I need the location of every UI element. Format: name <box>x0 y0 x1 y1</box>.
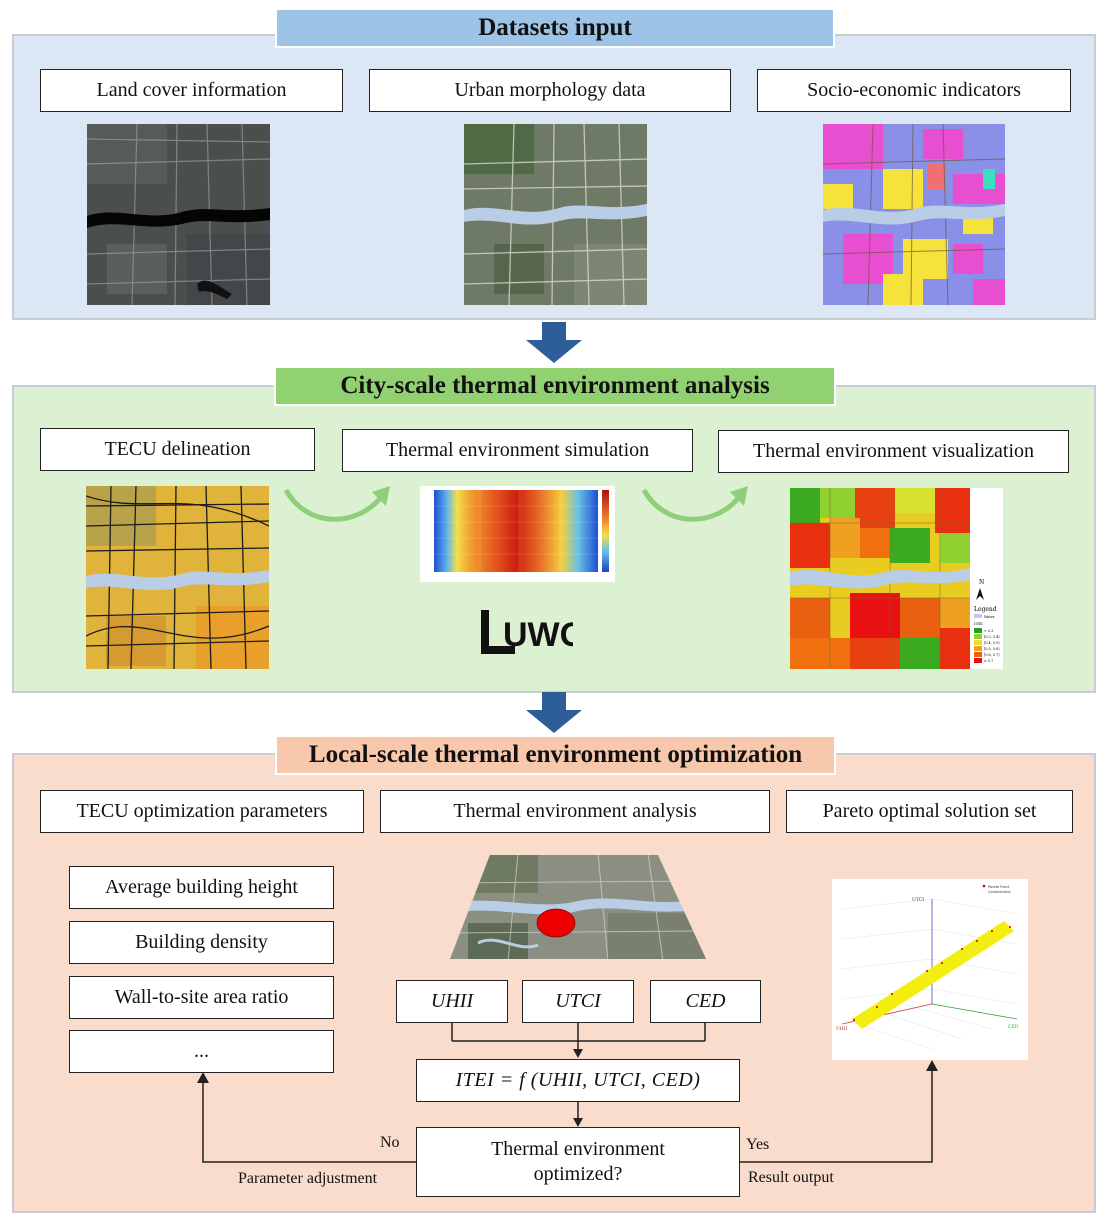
thermal-visualization-map: N Legend Water ITEI < 0.3 [0.3, 0.4) [0.… <box>790 488 1003 669</box>
param-building-height: Average building height <box>69 866 334 909</box>
thermal-analysis-label: Thermal environment analysis <box>380 790 770 833</box>
itei-formula: ITEI = f (UHII, UTCI, CED) <box>416 1059 740 1102</box>
indicator-uhii: UHII <box>396 980 508 1023</box>
decision-line-2: optimized? <box>533 1163 623 1185</box>
decision-box: Thermal environment optimized? <box>416 1127 740 1197</box>
map-legend-class: [0.3, 0.4) <box>984 635 1000 639</box>
section-title-local-scale: Local-scale thermal environment optimiza… <box>275 735 836 775</box>
indicator-utci: UTCI <box>522 980 634 1023</box>
map-legend-class: < 0.3 <box>984 629 993 633</box>
tecu-delineation-label: TECU delineation <box>40 428 315 471</box>
thermal-simulation-label: Thermal environment simulation <box>342 429 693 472</box>
param-more: ... <box>69 1030 334 1073</box>
pareto-axis-ced: CED <box>1008 1024 1019 1030</box>
city-3d-terrain <box>448 853 708 961</box>
section-title-city-scale: City-scale thermal environment analysis <box>274 366 836 406</box>
urban-morphology-label: Urban morphology data <box>369 69 731 112</box>
land-cover-map <box>87 124 270 305</box>
map-legend-class: [0.4, 0.5) <box>984 641 1000 645</box>
map-legend-title: Legend <box>974 606 997 613</box>
down-arrow-icon <box>526 692 582 733</box>
result-output-label: Result output <box>748 1169 834 1186</box>
no-label: No <box>380 1134 400 1151</box>
tecu-map <box>86 486 269 669</box>
pareto-legend-constrictions: Constrictions <box>988 890 1011 894</box>
parameter-adjustment-label: Parameter adjustment <box>238 1170 378 1187</box>
curved-arrow-icon <box>641 486 748 522</box>
pareto-axis-uhii: UHII <box>836 1026 847 1032</box>
param-building-density: Building density <box>69 921 334 964</box>
uwg-logo-icon: UWG <box>481 610 573 654</box>
pareto-set-label: Pareto optimal solution set <box>786 790 1073 833</box>
map-legend-class: ≥ 0.7 <box>984 659 993 663</box>
north-arrow-icon <box>976 588 984 600</box>
map-legend-water: Water <box>984 615 995 619</box>
pareto-axis-utci: UTCI <box>912 897 924 903</box>
yes-label: Yes <box>746 1136 770 1153</box>
map-north-label: N <box>979 579 984 586</box>
indicator-ced: CED <box>650 980 761 1023</box>
curved-arrow-icon <box>283 486 390 522</box>
urban-morphology-map <box>464 124 647 305</box>
socio-economic-label: Socio-economic indicators <box>757 69 1071 112</box>
socio-economic-map <box>823 124 1005 305</box>
down-arrow-icon <box>526 322 582 363</box>
uwg-logo-text: UWG <box>503 616 573 654</box>
thermal-visualization-label: Thermal environment visualization <box>718 430 1069 473</box>
land-cover-label: Land cover information <box>40 69 343 112</box>
param-wall-site-ratio: Wall-to-site area ratio <box>69 976 334 1019</box>
section-title-datasets: Datasets input <box>275 8 835 48</box>
pareto-3d-plot: Pareto Front Constrictions UTCI UHII CED <box>832 879 1028 1060</box>
tecu-parameters-label: TECU optimization parameters <box>40 790 364 833</box>
map-legend-class: [0.5, 0.6) <box>984 647 1000 651</box>
map-legend-class: [0.6, 0.7) <box>984 653 1000 657</box>
decision-line-1: Thermal environment <box>491 1138 665 1160</box>
map-legend-index: ITEI <box>974 621 983 626</box>
pareto-legend-front: Pareto Front <box>988 885 1010 889</box>
simulation-heatmap <box>420 486 615 582</box>
